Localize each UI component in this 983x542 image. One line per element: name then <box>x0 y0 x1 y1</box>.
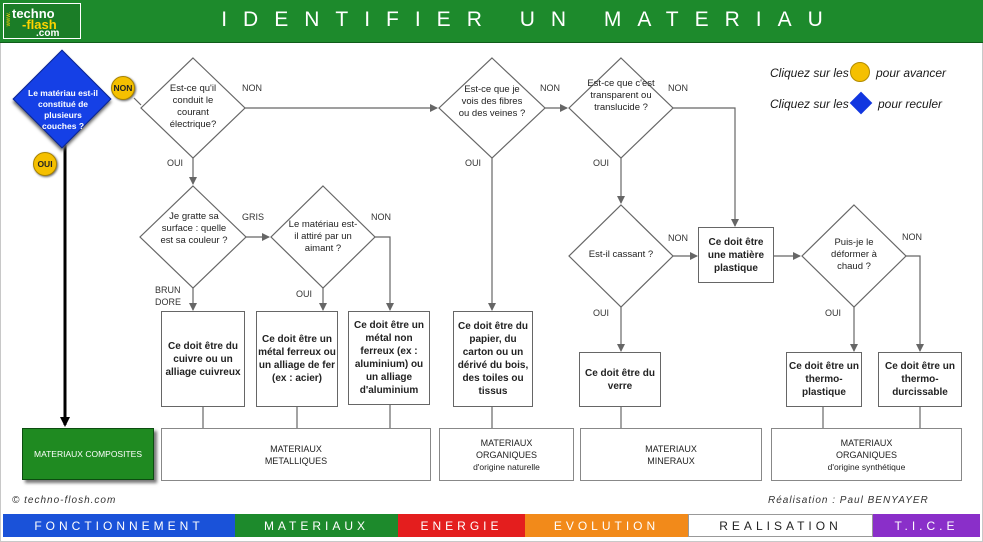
label-non-aimant: NON <box>371 212 391 222</box>
label-non-deformer: NON <box>902 232 922 242</box>
nav-evolution[interactable]: EVOLUTION <box>525 514 688 537</box>
category-org-nat-sub: d'origine naturelle <box>473 461 540 472</box>
label-oui-cassant: OUI <box>593 308 610 318</box>
label-brun: BRUN <box>155 285 181 295</box>
label-oui-aimant: OUI <box>296 289 313 299</box>
question-cassant: Est-il cassant ? <box>588 249 654 260</box>
label-non-cassant: NON <box>668 233 688 243</box>
label-non-conduit: NON <box>242 83 262 93</box>
question-transparent: Est-ce que c'est transparent ou transluc… <box>587 78 655 113</box>
result-ferreux: Ce doit être un métal ferreux ou un alli… <box>256 311 338 407</box>
question-fibres: Est-ce que je vois des fibres ou des vei… <box>458 84 526 119</box>
logo-line-2: -flash <box>22 17 57 32</box>
question-gratte: Je gratte sa surface : quelle est sa cou… <box>160 211 228 246</box>
label-dore: DORE <box>155 297 182 307</box>
legend-advance-prefix: Cliquez sur les <box>770 66 849 80</box>
nav-energie[interactable]: ENERGIE <box>398 514 525 537</box>
label-non-fibres: NON <box>540 83 560 93</box>
nav-fonctionnement[interactable]: FONCTIONNEMENT <box>3 514 235 537</box>
result-thermoplastique: Ce doit être un thermo-plastique <box>786 352 862 407</box>
category-metalliques-label: MATERIAUX METALLIQUES <box>264 443 328 466</box>
nav-tice[interactable]: T.I.C.E <box>873 514 980 537</box>
result-papier: Ce doit être du papier, du carton ou un … <box>453 311 533 407</box>
result-thermodurcissable: Ce doit être un thermo-durcissable <box>878 352 962 407</box>
question-conduit: Est-ce qu'il conduit le courant électriq… <box>169 83 217 130</box>
category-mineraux-label: MATERIAUX MINERAUX <box>645 443 697 466</box>
label-non-transparent: NON <box>668 83 688 93</box>
category-organiques-synthetique[interactable]: MATERIAUX ORGANIQUES d'origine synthétiq… <box>771 428 962 481</box>
header-bar: www. techno -flash .com IDENTIFIER UN MA… <box>0 0 983 43</box>
label-oui-deformer: OUI <box>825 308 842 318</box>
label-oui-fibres: OUI <box>465 158 482 168</box>
result-plastique: Ce doit être une matière plastique <box>698 227 774 283</box>
category-metalliques[interactable]: MATERIAUX METALLIQUES <box>161 428 431 481</box>
question-deformer: Puis-je le déformer à chaud ? <box>831 237 877 272</box>
category-organiques-naturelle[interactable]: MATERIAUX ORGANIQUES d'origine naturelle <box>439 428 574 481</box>
non-button[interactable]: NON <box>111 76 135 100</box>
category-composites[interactable]: MATERIAUX COMPOSITES <box>22 428 154 480</box>
logo-line-3: .com <box>36 28 60 39</box>
oui-button[interactable]: OUI <box>33 152 57 176</box>
legend-advance-suffix: pour avancer <box>876 66 947 80</box>
logo-line-1: techno <box>12 6 55 21</box>
yellow-circle-icon <box>850 62 870 82</box>
result-cuivre: Ce doit être du cuivre ou un alliage cui… <box>161 311 245 407</box>
result-verre: Ce doit être du verre <box>579 352 661 407</box>
category-org-syn-title: MATERIAUX ORGANIQUES <box>835 437 897 460</box>
copyright: © techno-flosh.com <box>12 495 117 506</box>
category-org-syn-sub: d'origine synthétique <box>827 461 906 472</box>
nav-materiaux[interactable]: MATERIAUX <box>235 514 398 537</box>
label-oui-conduit: OUI <box>167 158 184 168</box>
start-question: Le matériau est-il constitué de plusieur… <box>28 88 98 131</box>
category-mineraux[interactable]: MATERIAUX MINERAUX <box>580 428 762 481</box>
legend-back-prefix: Cliquez sur les <box>770 97 849 111</box>
result-non-ferreux: Ce doit être un métal non ferreux (ex : … <box>348 311 430 405</box>
category-org-nat-title: MATERIAUX ORGANIQUES <box>475 437 537 460</box>
legend-back-suffix: pour reculer <box>878 97 943 111</box>
nav-realisation[interactable]: REALISATION <box>688 514 873 537</box>
author-credit: Réalisation : Paul BENYAYER <box>768 495 929 506</box>
question-aimant: Le matériau est-il attiré par un aimant … <box>288 219 358 254</box>
page-title: IDENTIFIER UN MATERIAU <box>221 8 839 31</box>
techno-flash-logo[interactable]: www. techno -flash .com <box>3 3 81 39</box>
label-oui-transparent: OUI <box>593 158 610 168</box>
label-gris: GRIS <box>242 212 265 222</box>
